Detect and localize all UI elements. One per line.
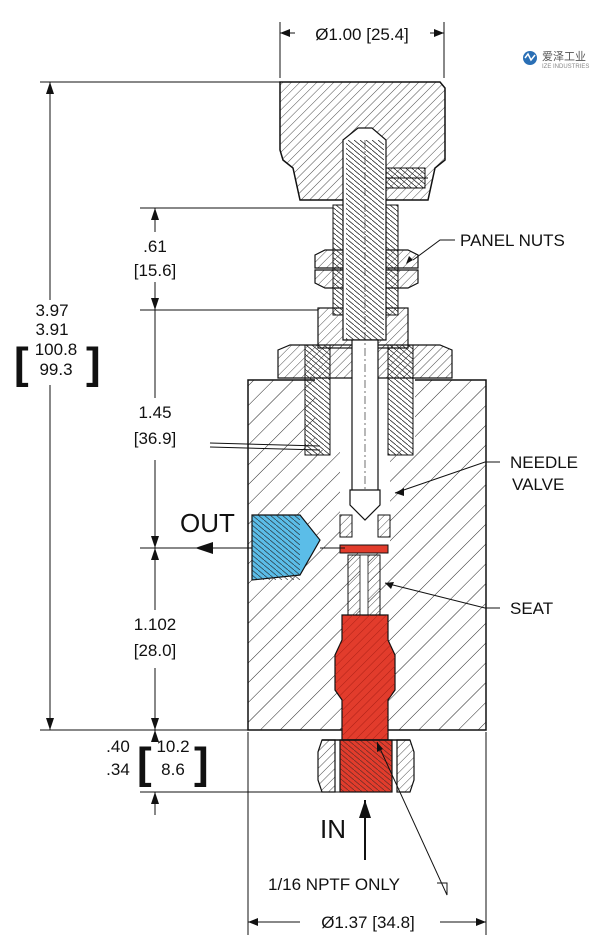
port-max-label: .40	[106, 737, 130, 756]
port-bracket-right: ]	[194, 739, 209, 788]
panel-thickness-mm-label: [15.6]	[134, 261, 177, 280]
port-min-mm-label: 8.6	[161, 760, 185, 779]
needle-label: NEEDLE	[510, 453, 578, 472]
in-label: IN	[320, 814, 346, 844]
overall-min-mm-label: 99.3	[39, 360, 72, 379]
outlet-panel-mm-label: [36.9]	[134, 429, 177, 448]
top-diameter-label: Ø1.00 [25.4]	[315, 25, 409, 44]
valve-seat	[339, 544, 389, 616]
valve-label: VALVE	[512, 475, 564, 494]
inlet-outlet-mm-label: [28.0]	[134, 641, 177, 660]
overall-bracket-right: ]	[86, 339, 101, 388]
valve-stem	[342, 127, 387, 501]
port-max-mm-label: 10.2	[156, 737, 189, 756]
overall-min-label: 3.91	[35, 320, 68, 339]
panel-thickness-label: .61	[143, 237, 167, 256]
inlet-port-gland	[317, 739, 415, 793]
logo-text-en: IZE INDUSTRIES	[542, 64, 589, 70]
inlet-outlet-label: 1.102	[134, 615, 177, 634]
inlet-fitting	[334, 614, 396, 793]
overall-max-mm-label: 100.8	[35, 340, 78, 359]
out-label: OUT	[180, 508, 235, 538]
port-bracket-left: [	[137, 739, 152, 788]
needle-tip	[339, 489, 391, 538]
panel-nuts-label: PANEL NUTS	[460, 231, 565, 250]
dimension-lines	[40, 22, 500, 935]
outlet-panel-label: 1.45	[138, 403, 171, 422]
overall-bracket-left: [	[14, 339, 29, 388]
seat-label: SEAT	[510, 599, 553, 618]
overall-max-label: 3.97	[35, 301, 68, 320]
outlet-fitting	[251, 514, 345, 581]
logo-text-cn: 爱泽工业	[542, 50, 586, 63]
bottom-diameter-label: Ø1.37 [34.8]	[321, 913, 415, 932]
nptf-label: 1/16 NPTF ONLY	[268, 875, 400, 894]
company-logo: 爱泽工业 IZE INDUSTRIES	[523, 50, 589, 70]
port-min-label: .34	[106, 760, 130, 779]
